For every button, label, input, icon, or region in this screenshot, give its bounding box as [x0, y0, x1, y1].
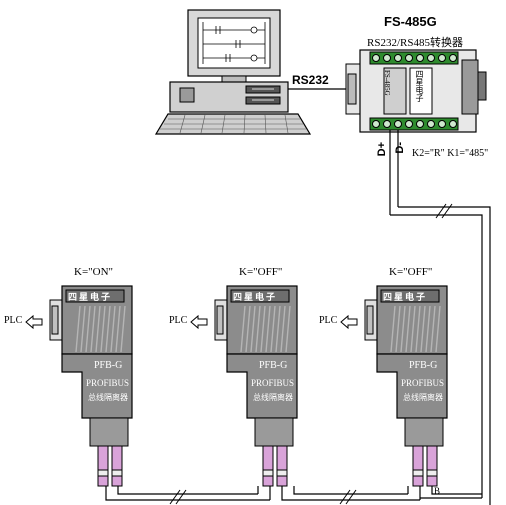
terminal-screw-icon [427, 54, 435, 62]
node-description: 总线隔离器 [403, 393, 443, 402]
node-brand: 四星电子 [68, 292, 113, 302]
terminal-screw-icon [394, 54, 402, 62]
plc-label: PLC [319, 315, 338, 326]
terminal-screw-icon [438, 54, 446, 62]
left-arrow-icon [25, 314, 43, 330]
rs232-label: RS232 [292, 73, 329, 87]
converter-bottom-terminals [369, 117, 459, 131]
pfb-g-node [340, 285, 448, 487]
terminal-screw-icon [372, 120, 380, 128]
node-switch-setting: K="ON" [74, 266, 114, 278]
node-switch-setting: K="OFF" [389, 266, 433, 278]
pfb-g-node [190, 285, 298, 487]
node-switch-setting: K="OFF" [239, 266, 283, 278]
converter-brand-label: 四星电子 [415, 70, 424, 102]
plc-label: PLC [169, 315, 188, 326]
bus-break-marks [169, 489, 357, 505]
pc-screen [197, 17, 271, 69]
left-arrow-icon [340, 314, 358, 330]
node-bus-label: PROFIBUS [401, 378, 445, 388]
node-brand: 四星电子 [233, 292, 278, 302]
converter-model-label: FS-485G [383, 70, 391, 96]
d-plus-label: D+ [376, 142, 388, 157]
node-bus-label: PROFIBUS [251, 378, 295, 388]
terminal-screw-icon [372, 54, 380, 62]
converter-device [345, 49, 487, 133]
d-minus-label: D- [394, 142, 406, 154]
node-model: PFB-G [259, 360, 288, 371]
converter-top-terminals [369, 51, 459, 65]
bus-terminal-b: B [434, 486, 441, 496]
node-brand: 四星电子 [383, 292, 428, 302]
plc-label: PLC [4, 315, 23, 326]
terminal-screw-icon [383, 120, 391, 128]
node-bus-label: PROFIBUS [86, 378, 130, 388]
converter-title: FS-485G [384, 14, 437, 29]
converter-subtitle: RS232/RS485转换器 [367, 37, 463, 49]
terminal-screw-icon [416, 120, 424, 128]
node-model: PFB-G [94, 360, 123, 371]
profibus-bus-cable [105, 486, 482, 501]
terminal-screw-icon [416, 54, 424, 62]
terminal-screw-icon [438, 120, 446, 128]
terminal-screw-icon [449, 54, 457, 62]
terminal-screw-icon [427, 120, 435, 128]
node-description: 总线隔离器 [88, 393, 128, 402]
terminal-screw-icon [394, 120, 402, 128]
pc-computer [154, 9, 312, 135]
left-arrow-icon [190, 314, 208, 330]
terminal-screw-icon [449, 120, 457, 128]
node-model: PFB-G [409, 360, 438, 371]
rs485-wires [389, 130, 491, 505]
terminal-screw-icon [405, 120, 413, 128]
terminal-screw-icon [405, 54, 413, 62]
converter-switch-setting: K2="R" K1="485" [412, 148, 489, 159]
pfb-g-node [25, 285, 133, 487]
node-description: 总线隔离器 [253, 393, 293, 402]
cable-break-mark [435, 203, 453, 219]
ladder-diagram-icon [202, 22, 266, 64]
terminal-screw-icon [383, 54, 391, 62]
